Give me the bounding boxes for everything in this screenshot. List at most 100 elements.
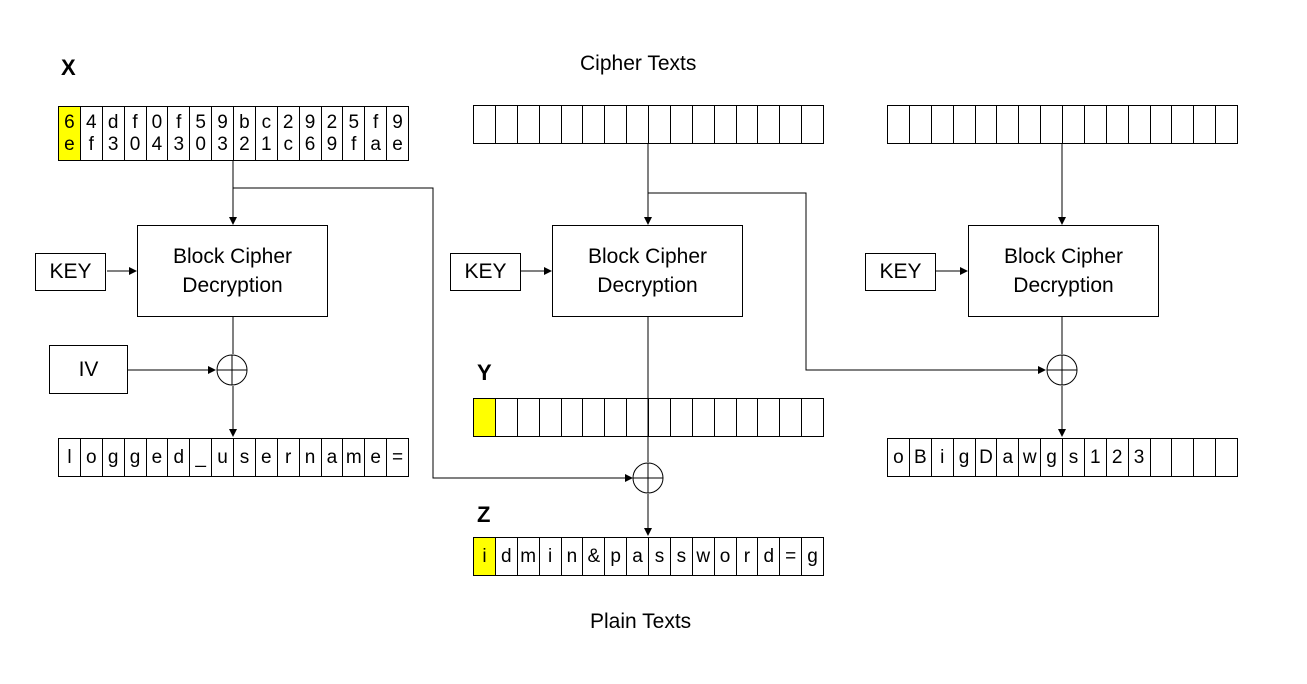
cipher-cell [802, 106, 824, 144]
hex-digit-low: 3 [173, 133, 185, 155]
y-cell [780, 399, 803, 437]
hex-digit-low: 6 [304, 133, 316, 155]
plain-cell [1216, 439, 1238, 477]
xor-icon [632, 462, 664, 494]
cipher-cell [1216, 106, 1238, 144]
hex-digit-high: f [176, 111, 182, 133]
hex-digit-high: f [132, 111, 138, 133]
xor-icon [1046, 354, 1078, 386]
plain-cell: m [343, 439, 366, 477]
block-cipher-decryption-1: Block Cipher Decryption [137, 225, 328, 317]
cipher-cell [1019, 106, 1042, 144]
hex-digit-low: e [392, 133, 403, 155]
y-cell [649, 399, 671, 437]
cipher-cell [780, 106, 803, 144]
plain-cell: s [234, 439, 256, 477]
hex-digit-low: 0 [195, 133, 206, 155]
plain-cell: u [212, 439, 234, 477]
hex-digit-low: 3 [107, 133, 119, 155]
y-cell [758, 399, 781, 437]
plain-cell: & [583, 538, 606, 576]
hex-digit-high: c [261, 111, 272, 133]
plain-cell: _ [190, 439, 213, 477]
plain-cell: i [539, 538, 562, 576]
plain-cell: e [255, 439, 278, 477]
block-cipher-line2: Decryption [1013, 274, 1114, 297]
hex-digit-high: 2 [326, 111, 338, 133]
plain-cell: a [321, 439, 344, 477]
plain-cell: i [474, 538, 496, 576]
y-cell [714, 399, 737, 437]
hex-digit-high: 5 [195, 111, 206, 133]
plain-cell: p [605, 538, 628, 576]
cipher-cell [953, 106, 976, 144]
block-cipher-decryption-3: Block Cipher Decryption [968, 225, 1159, 317]
plain-cell: 2 [1106, 439, 1129, 477]
y-cell [495, 399, 518, 437]
cipher-cell [1194, 106, 1217, 144]
cipher-cell [909, 106, 932, 144]
hex-digit-low: 0 [129, 133, 141, 155]
plain-cell: i [931, 439, 954, 477]
cipher-cell [888, 106, 910, 144]
cipher-cell [1063, 106, 1085, 144]
cipher-cell [736, 106, 759, 144]
y-cell [802, 399, 824, 437]
plain-cell [1172, 439, 1195, 477]
plain-cell: w [692, 538, 715, 576]
hex-digit-low: 9 [326, 133, 338, 155]
block-cipher-line1: Block Cipher [1003, 245, 1124, 268]
cipher-cell [495, 106, 518, 144]
key-box-2: KEY [450, 253, 521, 291]
hex-digit-high: 4 [86, 111, 97, 133]
hex-digit-high: f [373, 111, 379, 133]
block-cipher-line1: Block Cipher [172, 245, 293, 268]
plain-cell: = [387, 439, 409, 477]
hex-digit-low: c [283, 133, 293, 155]
cipher-cell [692, 106, 715, 144]
cipher-cell [975, 106, 998, 144]
xor-icon [216, 354, 248, 386]
plain-cell: g [953, 439, 976, 477]
plain-cell: B [909, 439, 932, 477]
plain-cell: m [517, 538, 540, 576]
hex-digit-low: f [351, 133, 357, 155]
plain-cell: l [59, 439, 81, 477]
plain-cell: = [780, 538, 803, 576]
cipher2-to-xor3-line [648, 192, 1046, 374]
plain-cell [1150, 439, 1173, 477]
x-to-xor2-line [233, 187, 633, 482]
y-cell [692, 399, 715, 437]
cipher-cell [1106, 106, 1129, 144]
hex-digit-low: 1 [261, 133, 272, 155]
plain-cell: g [102, 439, 125, 477]
plain-cell: o [80, 439, 103, 477]
cipher-cell [1150, 106, 1173, 144]
key-box-1: KEY [35, 253, 106, 291]
iv-box: IV [49, 345, 128, 394]
cipher-cell [474, 106, 496, 144]
cipher-cell [1128, 106, 1151, 144]
plain-cell: 3 [1128, 439, 1151, 477]
plain-cell: s [670, 538, 693, 576]
cipher-cell [517, 106, 540, 144]
hex-digit-high: 9 [304, 111, 316, 133]
plain-cell: D [975, 439, 998, 477]
plain-cell: g [1041, 439, 1063, 477]
cipher-cell [931, 106, 954, 144]
plain-cell: o [714, 538, 737, 576]
plain-cell: a [627, 538, 649, 576]
